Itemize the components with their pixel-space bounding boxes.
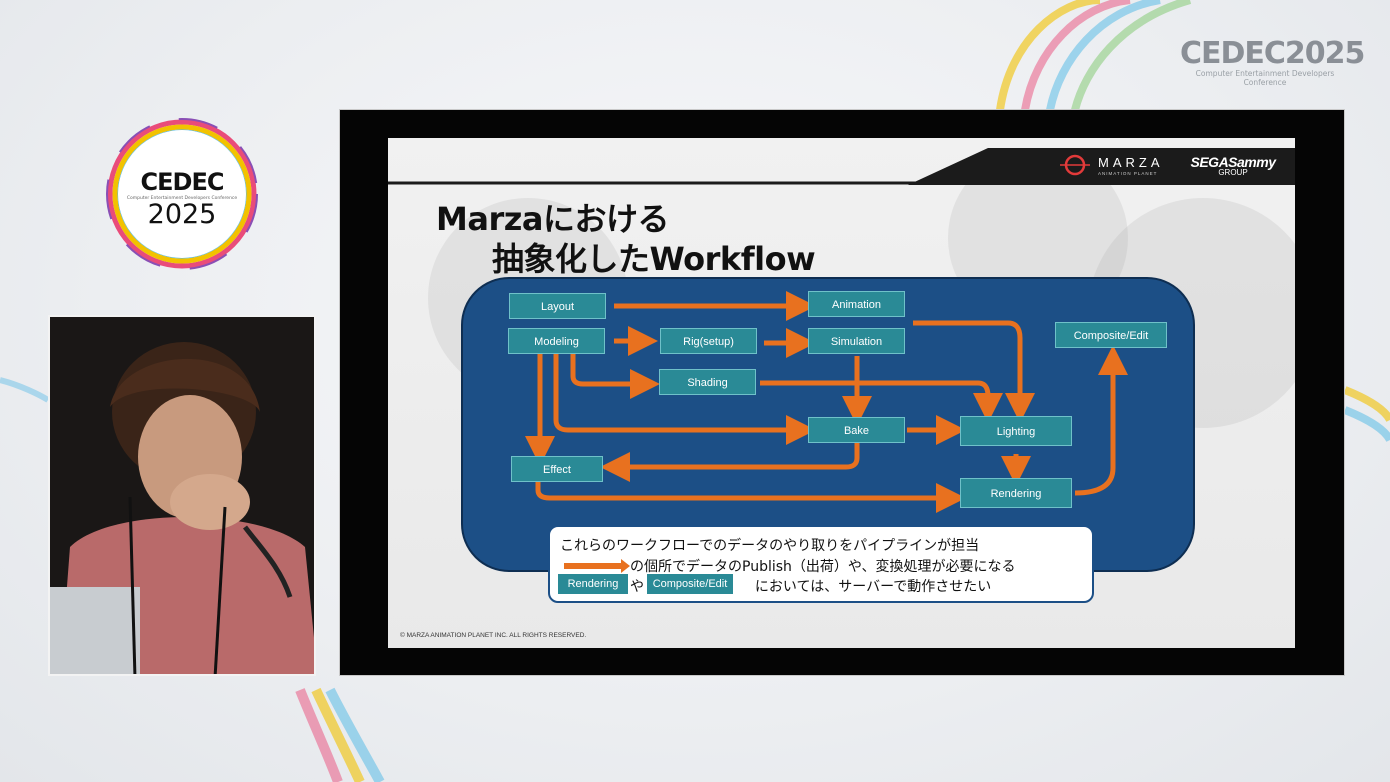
node-simulation: Simulation	[808, 328, 905, 354]
slide-header-bar	[388, 148, 1295, 185]
marza-logo: MARZA ANIMATION PLANET	[1058, 152, 1160, 182]
cedec-logo-subtitle: Computer Entertainment Developers Confer…	[1195, 69, 1335, 87]
node-bake: Bake	[808, 417, 905, 443]
slide-title-line2: 抽象化したWorkflow	[492, 240, 816, 278]
speaker-silhouette	[50, 317, 314, 674]
workflow-arrows	[525, 291, 1128, 513]
node-modeling: Modeling	[508, 328, 605, 354]
arrow-shading-lighting	[760, 380, 1003, 423]
segasammy-logo-group: GROUP	[1218, 168, 1248, 177]
arrow-bake-effect	[600, 443, 860, 482]
arrow-effect-rendering	[535, 482, 966, 513]
callout-line3-mid: や	[630, 579, 644, 595]
arrow-modeling-shading	[570, 354, 660, 399]
callout-chip-composite: Composite/Edit	[647, 574, 733, 594]
node-rendering: Rendering	[960, 478, 1072, 508]
cedec-logo-left: CEDEC Computer Entertainment Developers …	[104, 116, 260, 272]
node-layout: Layout	[509, 293, 606, 319]
callout-line1: これらのワークフローでのデータのやり取りをパイプラインが担当	[560, 538, 980, 554]
marza-emblem-icon	[1060, 154, 1090, 176]
cedec-logo-tagline: Computer Entertainment Developers Confer…	[126, 196, 238, 201]
slide: MARZA ANIMATION PLANET SEGASammy GROUP M…	[388, 138, 1295, 648]
segasammy-logo-name: SEGASammy	[1190, 154, 1276, 170]
pipeline-callout: これらのワークフローでのデータのやり取りをパイプラインが担当 の個所でデータのP…	[548, 525, 1094, 603]
arrow-modeling-bake	[553, 354, 816, 445]
cedec-logo-name: CEDEC	[140, 168, 225, 196]
presentation-screen: MARZA ANIMATION PLANET SEGASammy GROUP M…	[339, 109, 1345, 676]
slide-title-line1: Marzaにおける	[436, 200, 669, 238]
callout-line3-end: においては、サーバーで動作させたい	[754, 579, 992, 595]
speaker-camera-feed	[48, 315, 316, 676]
callout-line2: の個所でデータのPublish（出荷）や、変換処理が必要になる	[630, 559, 1016, 575]
marza-logo-name: MARZA	[1098, 155, 1164, 170]
callout-line3: や においては、サーバーで動作させたい	[630, 576, 991, 596]
node-animation: Animation	[808, 291, 905, 317]
cedec-logo-text: CEDEC2025	[1180, 36, 1365, 71]
marza-logo-tag: ANIMATION PLANET	[1098, 171, 1158, 176]
arrow-rendering-composite	[1074, 345, 1128, 496]
node-composite-edit: Composite/Edit	[1055, 322, 1167, 348]
cedec-logo-top-right: CEDEC2025 Computer Entertainment Develop…	[1180, 36, 1365, 87]
callout-arrow-legend-icon	[564, 559, 630, 573]
cedec-logo-year: 2025	[147, 199, 217, 230]
node-lighting: Lighting	[960, 416, 1072, 446]
node-rig-setup: Rig(setup)	[660, 328, 757, 354]
arrow-animation-lighting	[913, 320, 1035, 423]
callout-chip-rendering: Rendering	[558, 574, 628, 594]
node-shading: Shading	[659, 369, 756, 395]
slide-copyright: © MARZA ANIMATION PLANET INC. ALL RIGHTS…	[400, 632, 587, 639]
segasammy-logo: SEGASammy GROUP	[1188, 154, 1278, 177]
node-effect: Effect	[511, 456, 603, 482]
